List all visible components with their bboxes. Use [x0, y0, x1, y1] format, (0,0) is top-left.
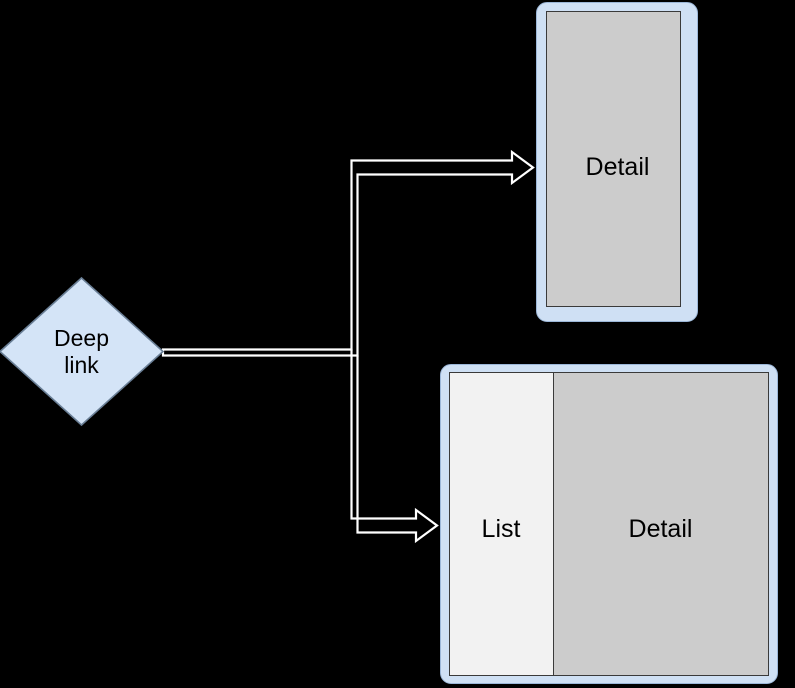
edge-deep-link-to-detail [161, 149, 535, 357]
list-pane[interactable] [450, 373, 554, 675]
detail-screen-frame[interactable] [536, 2, 698, 322]
list-detail-screen-panel [449, 372, 769, 676]
edge-deep-link-to-list-detail [350, 349, 439, 544]
detail-pane[interactable] [555, 373, 768, 675]
list-detail-screen-frame[interactable] [440, 364, 778, 684]
diamond-shape [0, 276, 165, 427]
detail-screen-panel [546, 11, 681, 307]
